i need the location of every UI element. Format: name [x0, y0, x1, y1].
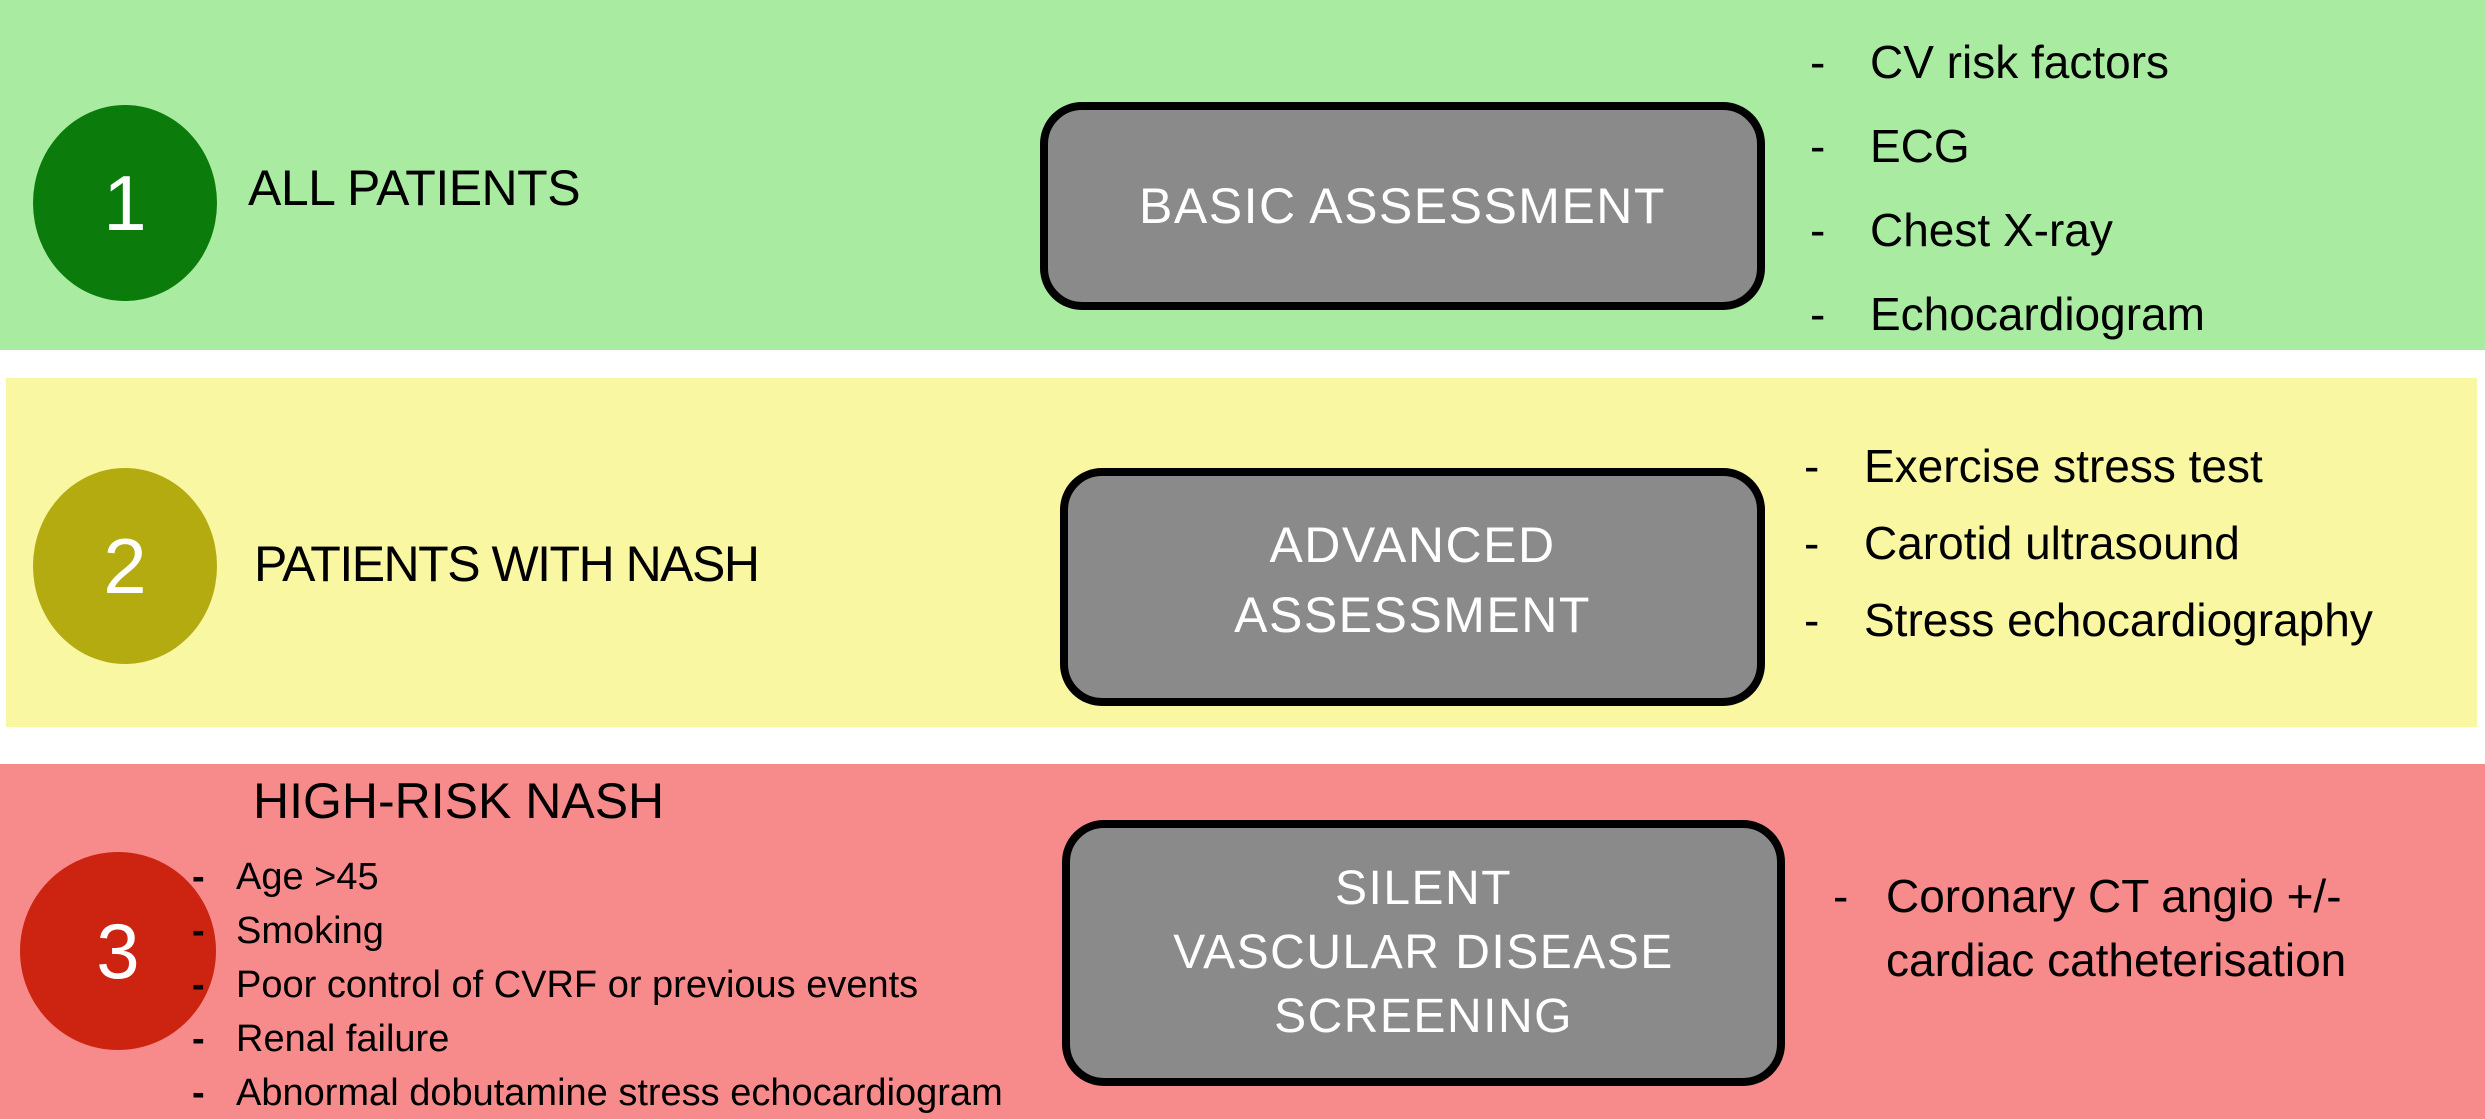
- bullet-dash: -: [192, 964, 205, 1006]
- tier-3-number: 3: [96, 907, 140, 995]
- test-item: - Echocardiogram: [1810, 272, 2205, 356]
- test-item-label: Chest X-ray: [1870, 204, 2113, 256]
- tier-2-assessment-box-line: ADVANCED: [1269, 517, 1556, 573]
- tier-2-number: 2: [103, 522, 147, 610]
- criteria-item-label: Smoking: [236, 910, 384, 952]
- bullet-dash: -: [192, 1072, 205, 1114]
- test-item: - Exercise stress test: [1804, 428, 2373, 505]
- bullet-dash: -: [1810, 120, 1826, 172]
- tier-1-assessment-box-label: BASIC ASSESSMENT: [1139, 178, 1666, 234]
- bullet-dash: -: [192, 856, 205, 898]
- test-item-label: Echocardiogram: [1870, 288, 2205, 340]
- tier-1-number: 1: [103, 159, 147, 247]
- test-item: - CV risk factors: [1810, 20, 2205, 104]
- tier-3-tests-list: - Coronary CT angio +/- cardiac catheter…: [1833, 864, 2346, 992]
- criteria-item-label: Poor control of CVRF or previous events: [236, 964, 919, 1006]
- test-item-label: Carotid ultrasound: [1864, 517, 2240, 569]
- tier-3-assessment-box-line: SILENT: [1334, 862, 1513, 915]
- tier-3-assessment-box: SILENT VASCULAR DISEASE SCREENING: [1062, 820, 1785, 1086]
- bullet-dash: -: [1810, 288, 1826, 340]
- tier-2-tests-list: - Exercise stress test - Carotid ultraso…: [1804, 428, 2373, 659]
- bullet-dash: -: [1804, 517, 1820, 569]
- tier-2-band: 2 PATIENTS WITH NASH ADVANCED ASSESSMENT…: [6, 378, 2477, 727]
- test-item-label: Exercise stress test: [1864, 440, 2263, 492]
- criteria-item-label: Age >45: [236, 856, 379, 898]
- tier-2-assessment-box-line: ASSESSMENT: [1234, 587, 1591, 643]
- test-item: - Stress echocardiography: [1804, 582, 2373, 659]
- bullet-dash: -: [1804, 594, 1820, 646]
- tier-3-population-label: HIGH-RISK NASH: [253, 773, 665, 829]
- test-item-label: Stress echocardiography: [1864, 594, 2373, 646]
- tier-3-assessment-box-line: SCREENING: [1274, 990, 1573, 1043]
- bullet-dash: -: [1833, 870, 1849, 922]
- bullet-dash: -: [1810, 36, 1826, 88]
- test-item: - ECG: [1810, 104, 2205, 188]
- test-item-label: ECG: [1870, 120, 1970, 172]
- test-item-continuation: cardiac catheterisation: [1833, 928, 2346, 992]
- bullet-dash: -: [192, 1018, 205, 1060]
- test-item: - Coronary CT angio +/-: [1833, 864, 2346, 928]
- criteria-item: - Age >45: [192, 850, 1003, 904]
- tier-1-assessment-box: BASIC ASSESSMENT: [1040, 102, 1765, 310]
- bullet-dash: -: [1810, 204, 1826, 256]
- bullet-dash: -: [1804, 440, 1820, 492]
- bullet-dash: -: [192, 910, 205, 952]
- test-item-label: cardiac catheterisation: [1886, 934, 2347, 986]
- criteria-item: - Smoking: [192, 904, 1003, 958]
- test-item: - Chest X-ray: [1810, 188, 2205, 272]
- criteria-item-label: Abnormal dobutamine stress echocardiogra…: [236, 1072, 1003, 1114]
- tier-2-population-label: PATIENTS WITH NASH: [254, 535, 760, 592]
- criteria-item: - Poor control of CVRF or previous event…: [192, 958, 1003, 1012]
- tier-1-tests-list: - CV risk factors - ECG - Chest X-ray - …: [1810, 20, 2205, 356]
- criteria-item-label: Renal failure: [236, 1018, 450, 1060]
- criteria-item: - Renal failure: [192, 1012, 1003, 1066]
- test-item: - Carotid ultrasound: [1804, 505, 2373, 582]
- tier-2-number-badge: 2: [33, 468, 217, 664]
- tier-3-number-badge: 3: [20, 852, 216, 1050]
- test-item-label: CV risk factors: [1870, 36, 2170, 88]
- test-item-label: Coronary CT angio +/-: [1886, 870, 2342, 922]
- criteria-item: - Abnormal dobutamine stress echocardiog…: [192, 1066, 1003, 1120]
- tier-1-population-label: ALL PATIENTS: [248, 160, 581, 216]
- tier-1-band: 1 ALL PATIENTS BASIC ASSESSMENT - CV ris…: [0, 0, 2485, 350]
- tier-2-assessment-box: ADVANCED ASSESSMENT: [1060, 468, 1765, 706]
- tier-3-criteria-list: - Age >45 - Smoking - Poor control of CV…: [192, 850, 1003, 1120]
- tier-3-band: 3 HIGH-RISK NASH - Age >45 - Smoking - P…: [0, 764, 2485, 1119]
- tier-1-number-badge: 1: [33, 105, 217, 301]
- tier-3-assessment-box-line: VASCULAR DISEASE: [1173, 926, 1674, 979]
